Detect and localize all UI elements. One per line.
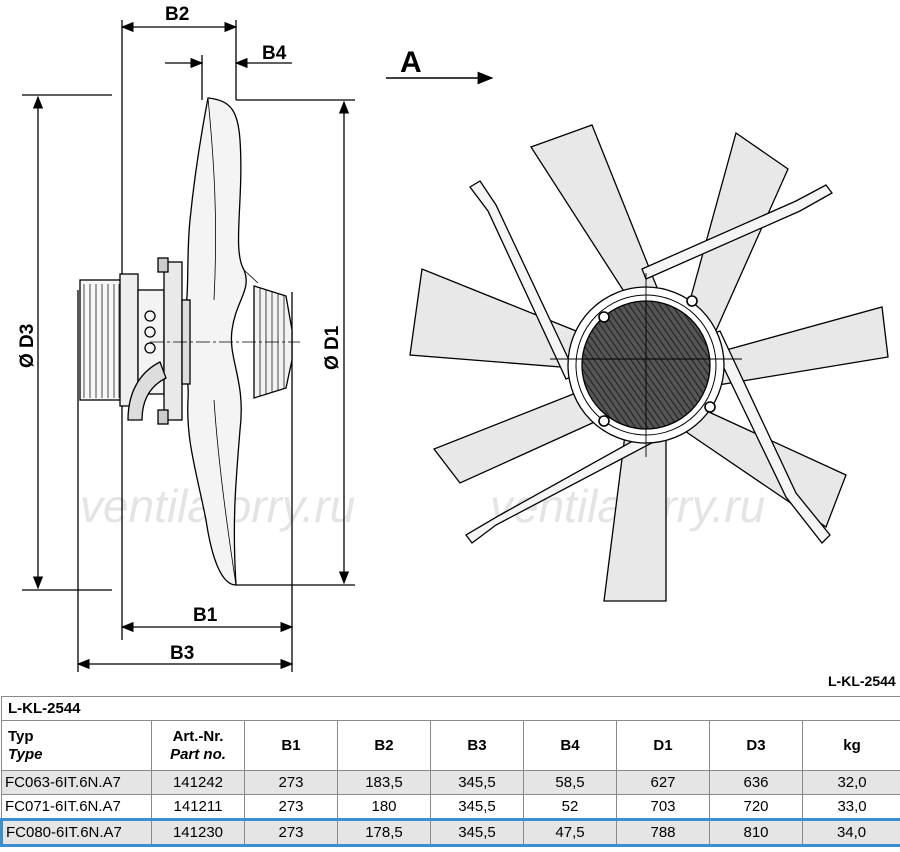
cell-b3: 345,5 (430, 818, 524, 847)
header-b4: B4 (523, 720, 617, 771)
cell-kg: 33,0 (801, 794, 900, 820)
header-type-main: Typ (8, 727, 34, 745)
view-label: A (400, 46, 422, 79)
cell-art: 141230 (151, 818, 245, 847)
cell-b3: 345,5 (430, 794, 524, 820)
cell-type: FC080-6IT.6N.A7 (0, 818, 152, 847)
table-title: L-KL-2544 (0, 696, 900, 721)
cell-type: FC071-6IT.6N.A7 (1, 794, 152, 820)
label-b4: B4 (262, 43, 287, 64)
table-row[interactable]: FC071-6IT.6N.A7 141211 273 180 345,5 52 … (1, 794, 900, 820)
label-d1: Ø D1 (322, 325, 343, 370)
cell-d1: 627 (616, 770, 710, 795)
cell-b4: 52 (523, 794, 617, 820)
cell-art: 141242 (151, 770, 245, 795)
header-art-main: Art.-Nr. (172, 727, 224, 745)
cell-type: FC063-6IT.6N.A7 (1, 770, 152, 795)
cell-b4: 47,5 (523, 818, 617, 847)
cell-art: 141211 (151, 794, 245, 820)
dimension-labels: B2 B4 B1 B3 Ø D3 Ø D1 (17, 4, 343, 664)
front-view (409, 124, 889, 602)
header-b1: B1 (244, 720, 338, 771)
header-b2: B2 (337, 720, 431, 771)
view-direction-arrow: A (386, 46, 494, 85)
cell-b1: 273 (244, 818, 338, 847)
cell-d1: 788 (616, 818, 710, 847)
cell-b1: 273 (244, 770, 338, 795)
cell-b3: 345,5 (430, 770, 524, 795)
header-kg: kg (801, 720, 900, 771)
cell-kg: 32,0 (801, 770, 900, 795)
table-row[interactable]: FC063-6IT.6N.A7 141242 273 183,5 345,5 5… (1, 770, 900, 795)
cell-b2: 183,5 (337, 770, 431, 795)
table-row-selected[interactable]: FC080-6IT.6N.A7 141230 273 178,5 345,5 4… (0, 818, 900, 847)
cell-b2: 180 (337, 794, 431, 820)
header-type-sub: Type (8, 745, 43, 763)
technical-drawing: ventilatorry.ru ventilatorry.ru (17, 4, 896, 689)
cell-d1: 703 (616, 794, 710, 820)
cell-b1: 273 (244, 794, 338, 820)
header-d3: D3 (709, 720, 803, 771)
label-d3: Ø D3 (17, 324, 38, 368)
cell-d3: 810 (709, 818, 803, 847)
table-header: Typ Type Art.-Nr. Part no. B1 B2 B3 B4 D… (1, 720, 900, 771)
spec-table: L-KL-2544 Typ Type Art.-Nr. Part no. B1 … (0, 696, 900, 847)
cell-d3: 720 (709, 794, 803, 820)
label-b1: B1 (193, 605, 218, 626)
drawing-code: L-KL-2544 (828, 673, 896, 689)
header-art: Art.-Nr. Part no. (151, 720, 245, 771)
cell-kg: 34,0 (801, 818, 900, 847)
label-b2: B2 (165, 4, 189, 25)
label-b3: B3 (170, 643, 194, 664)
header-art-sub: Part no. (170, 745, 226, 763)
cell-b2: 178,5 (337, 818, 431, 847)
cell-d3: 636 (709, 770, 803, 795)
side-view (22, 20, 355, 672)
header-type: Typ Type (1, 720, 152, 771)
cell-b4: 58,5 (523, 770, 617, 795)
header-d1: D1 (616, 720, 710, 771)
header-b3: B3 (430, 720, 524, 771)
